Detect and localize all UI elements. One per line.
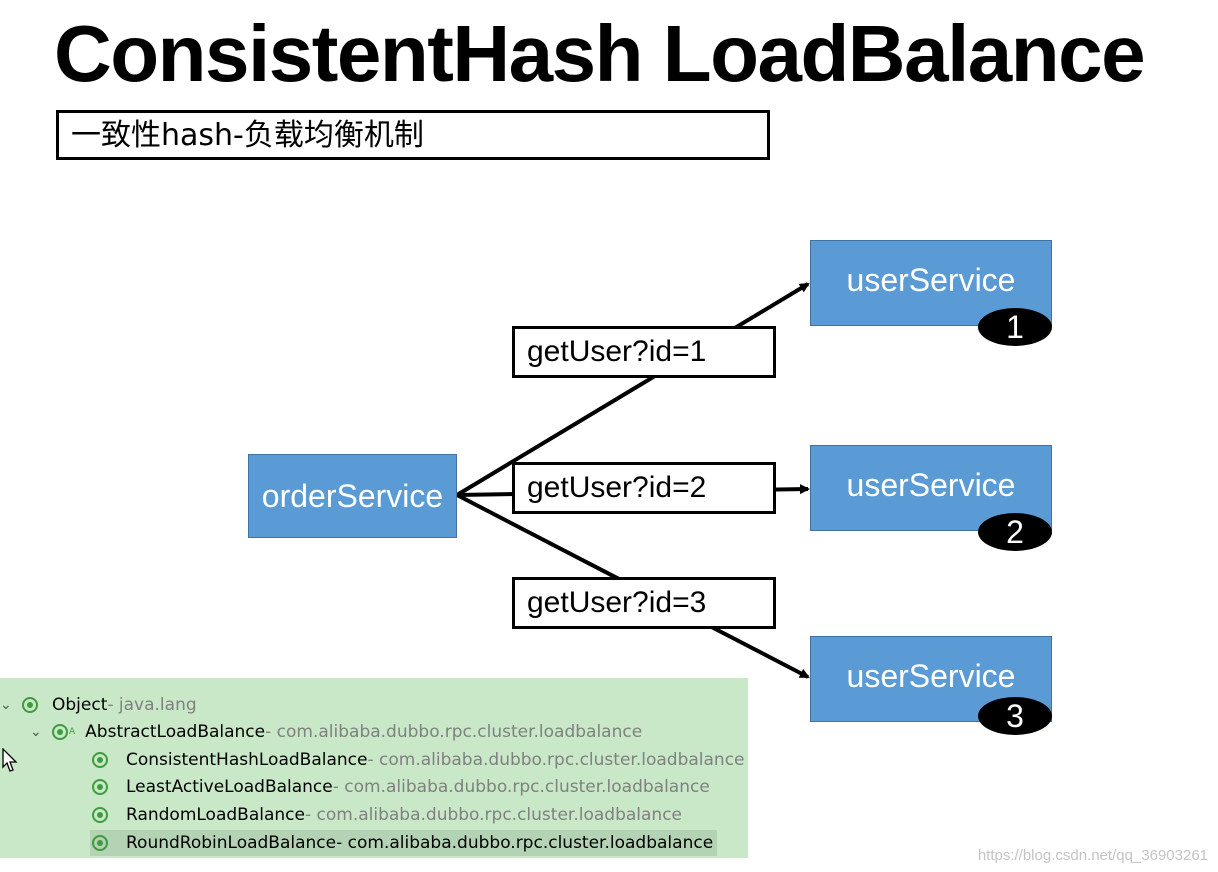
badge-2: 2 (978, 513, 1052, 551)
tree-row-parent[interactable]: ⌄ A AbstractLoadBalance - com.alibaba.du… (30, 719, 642, 745)
edge-label-3: getUser?id=3 (512, 577, 776, 629)
user-service-node-3: userService (810, 636, 1052, 722)
class-name: RandomLoadBalance (126, 805, 305, 825)
tree-row-child[interactable]: ConsistentHashLoadBalance - com.alibaba.… (92, 747, 745, 773)
class-name: Object (52, 695, 108, 715)
edge-to-user-1 (455, 282, 810, 497)
abstract-class-icon: A (52, 719, 75, 745)
mouse-cursor-icon (2, 748, 18, 772)
class-name: ConsistentHashLoadBalance (126, 750, 368, 770)
tree-row-child[interactable]: RandomLoadBalance - com.alibaba.dubbo.rp… (92, 802, 682, 828)
slide-title: ConsistentHash LoadBalance (54, 9, 1146, 98)
package-name: - com.alibaba.dubbo.rpc.cluster.loadbala… (336, 833, 714, 853)
watermark: https://blog.csdn.net/qq_36903261 (977, 847, 1208, 864)
class-icon (92, 752, 108, 768)
tree-row-child[interactable]: LeastActiveLoadBalance - com.alibaba.dub… (92, 774, 710, 800)
package-name: - com.alibaba.dubbo.rpc.cluster.loadbala… (265, 722, 643, 742)
class-icon (22, 697, 38, 713)
class-name: LeastActiveLoadBalance (126, 777, 333, 797)
package-name: - com.alibaba.dubbo.rpc.cluster.loadbala… (304, 805, 683, 825)
edge-label-1: getUser?id=1 (512, 326, 776, 378)
class-icon (92, 779, 108, 795)
class-name: AbstractLoadBalance (85, 722, 266, 742)
tree-row-root[interactable]: ⌄ Object - java.lang (0, 692, 197, 718)
edge-label-2: getUser?id=2 (512, 462, 776, 514)
tree-row-child-selected[interactable]: RoundRobinLoadBalance - com.alibaba.dubb… (90, 830, 718, 856)
class-icon (92, 835, 108, 851)
chevron-down-icon[interactable]: ⌄ (0, 697, 12, 713)
package-name: - com.alibaba.dubbo.rpc.cluster.loadbala… (367, 750, 745, 770)
user-service-label: userService (846, 261, 1016, 298)
package-name: - java.lang (107, 695, 197, 715)
badge-3: 3 (978, 697, 1052, 735)
chevron-down-icon[interactable]: ⌄ (30, 724, 42, 740)
badge-1: 1 (978, 308, 1052, 346)
subtitle-box: 一致性hash-负载均衡机制 (56, 110, 770, 160)
user-service-label: userService (846, 466, 1016, 503)
order-service-node: orderService (248, 454, 457, 538)
type-hierarchy-panel: ⌄ Object - java.lang ⌄ A AbstractLoadBal… (0, 678, 748, 858)
class-icon (92, 807, 108, 823)
user-service-label: userService (846, 657, 1016, 694)
package-name: - com.alibaba.dubbo.rpc.cluster.loadbala… (332, 777, 710, 797)
class-name: RoundRobinLoadBalance (126, 833, 337, 853)
